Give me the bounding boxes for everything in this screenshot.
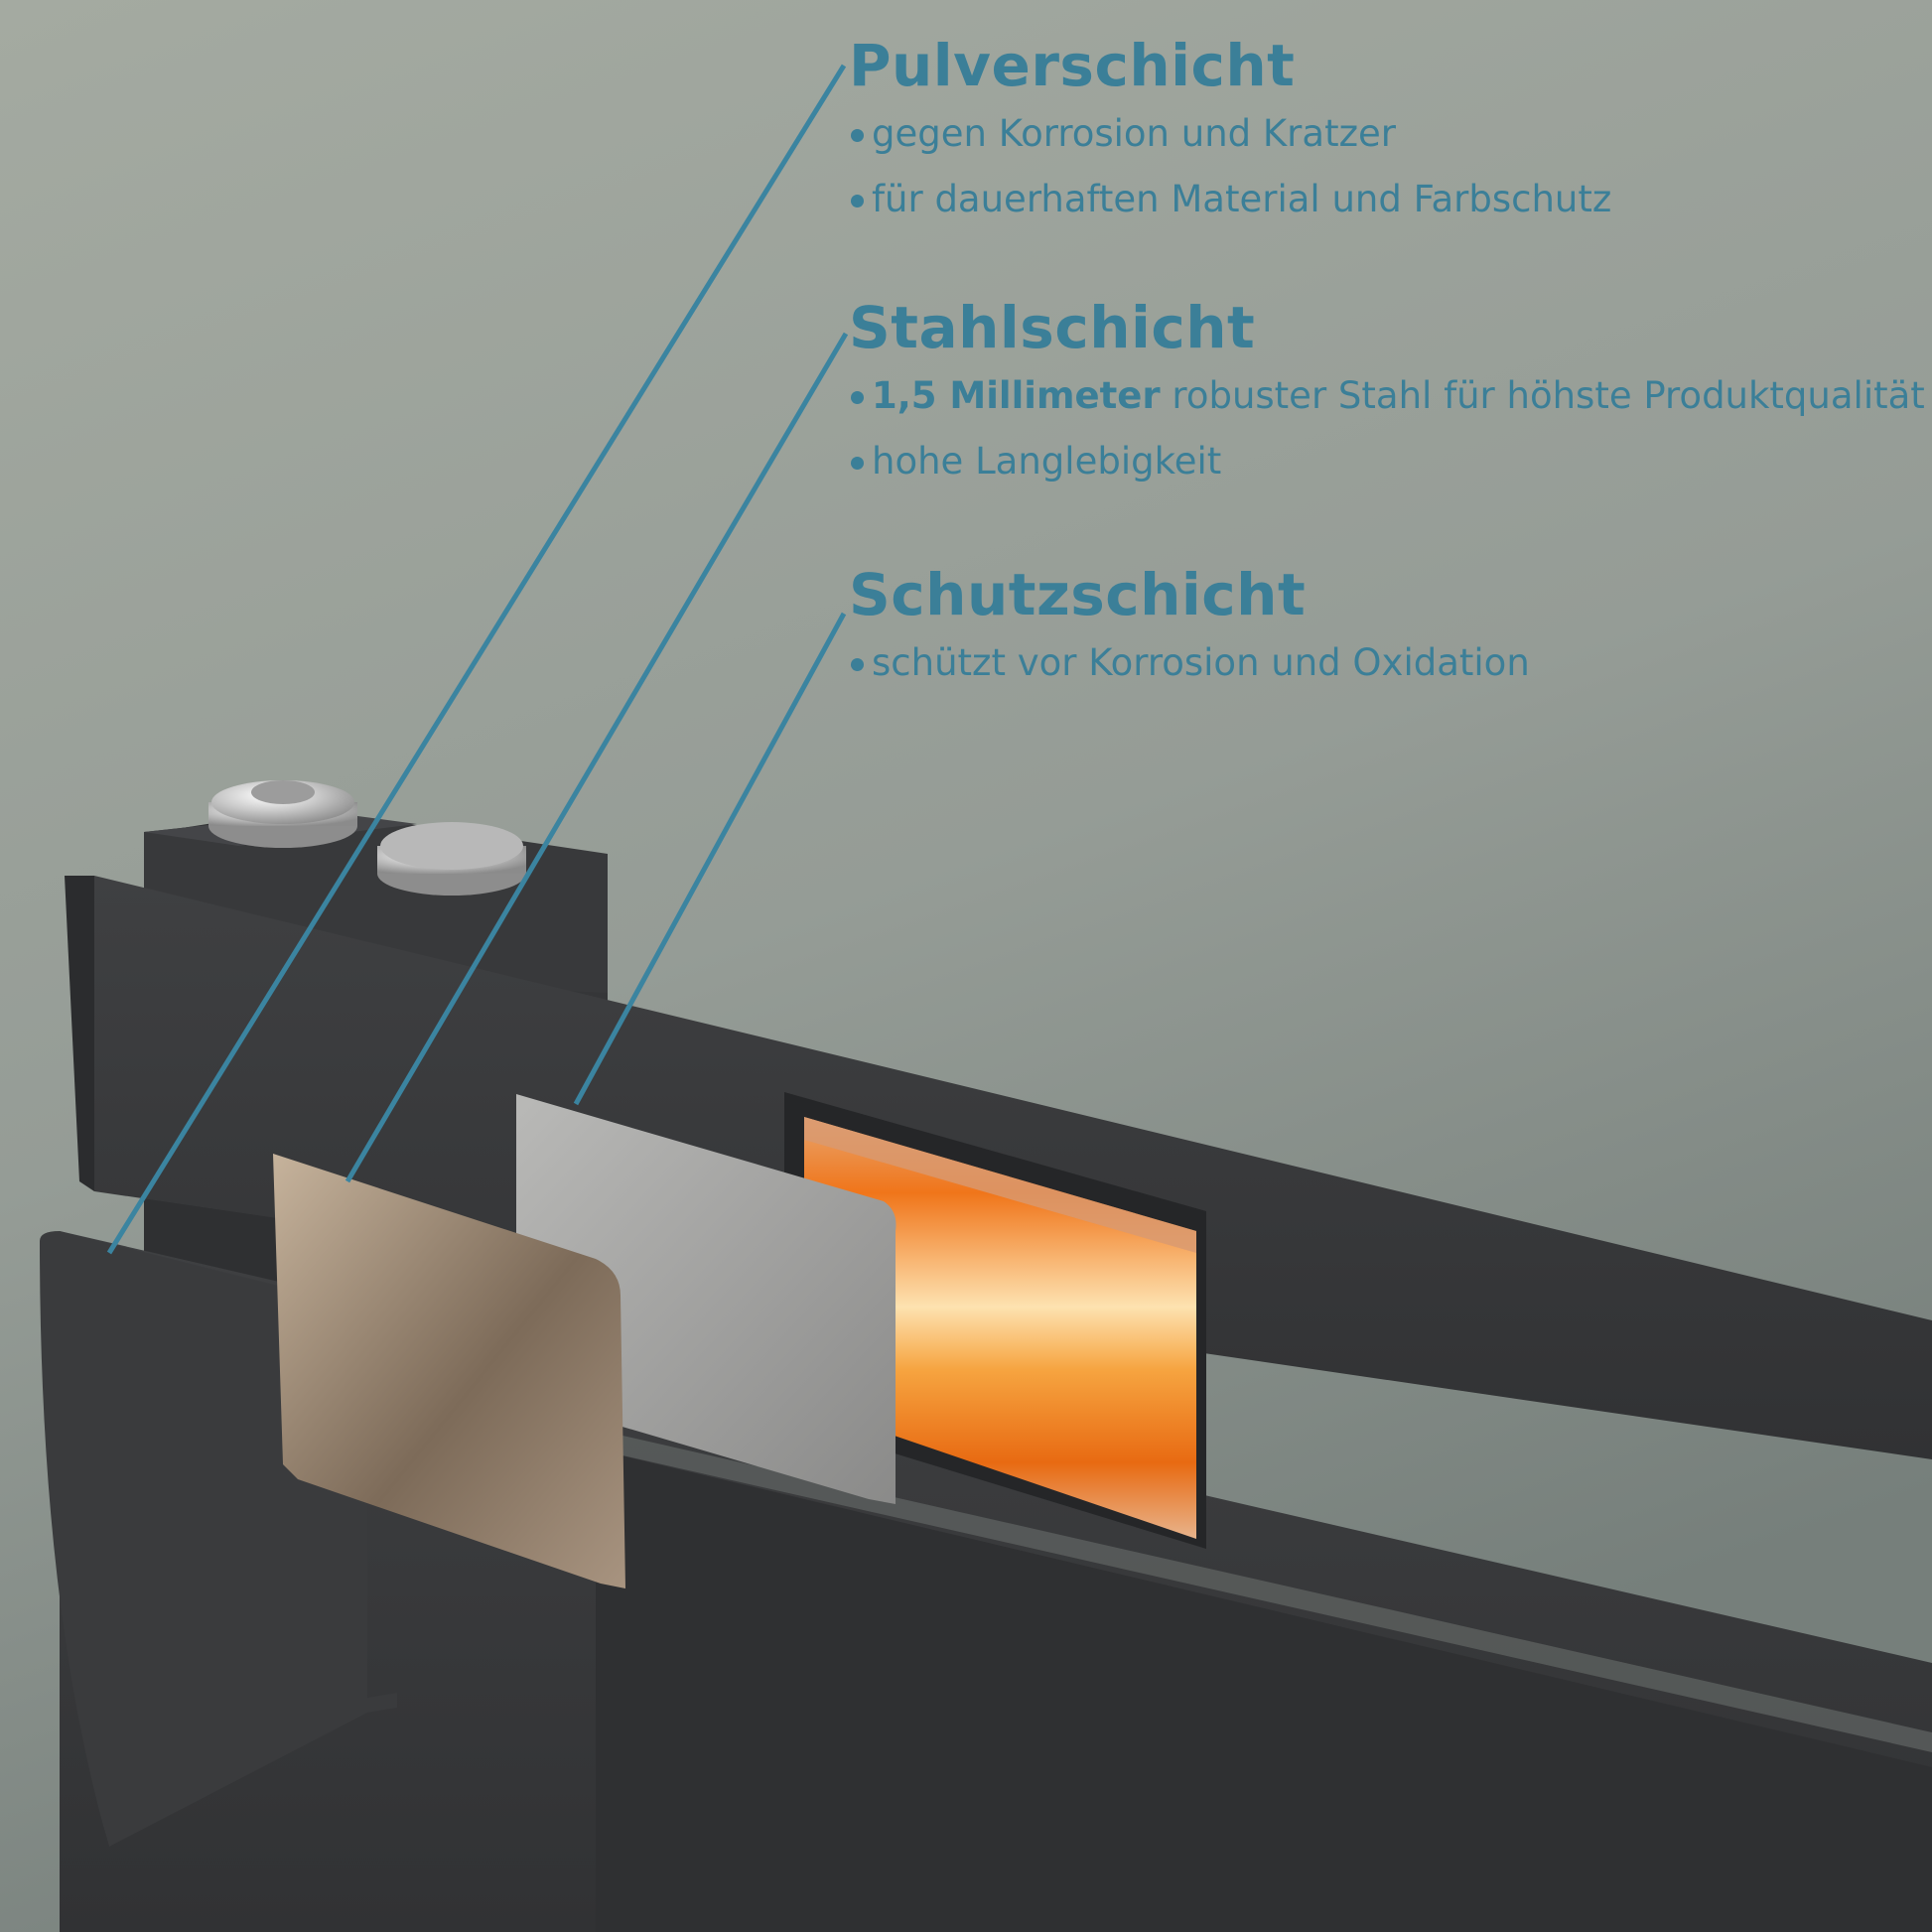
bolt-icon: [377, 822, 526, 896]
bullet-dot-icon: [851, 195, 864, 207]
layer-title: Pulverschicht: [849, 32, 1296, 99]
layer-block-steel: Stahlschicht 1,5 Millimeter robuster Sta…: [849, 292, 1925, 494]
layer-title: Schutzschicht: [849, 561, 1307, 628]
layer-bullet: gegen Korrosion und Kratzer: [851, 101, 1921, 167]
layer-title: Stahlschicht: [849, 294, 1256, 361]
callout-line-powder: [106, 64, 847, 1255]
layer-bullet: schützt vor Korrosion und Oxidation: [851, 630, 1921, 696]
callout-line-protection: [573, 612, 847, 1106]
powder-layer-panel: [273, 1154, 625, 1588]
bullet-dot-icon: [851, 129, 864, 142]
callout-line-steel: [345, 332, 849, 1183]
layer-bullet: 1,5 Millimeter robuster Stahl für höhste…: [851, 363, 1925, 429]
layer-block-protection: Schutzschicht schützt vor Korrosion und …: [849, 559, 1921, 696]
bolt-icon: [208, 780, 357, 848]
layer-bullet: hohe Langlebigkeit: [851, 429, 1921, 494]
layer-bullet: für dauerhaften Material und Farbschutz: [851, 167, 1921, 232]
bullet-dot-icon: [851, 658, 864, 671]
bullet-dot-icon: [851, 391, 864, 404]
layer-block-powder: Pulverschicht gegen Korrosion und Kratze…: [849, 30, 1921, 232]
callout-lines: [106, 64, 849, 1255]
bullet-dot-icon: [851, 457, 864, 470]
